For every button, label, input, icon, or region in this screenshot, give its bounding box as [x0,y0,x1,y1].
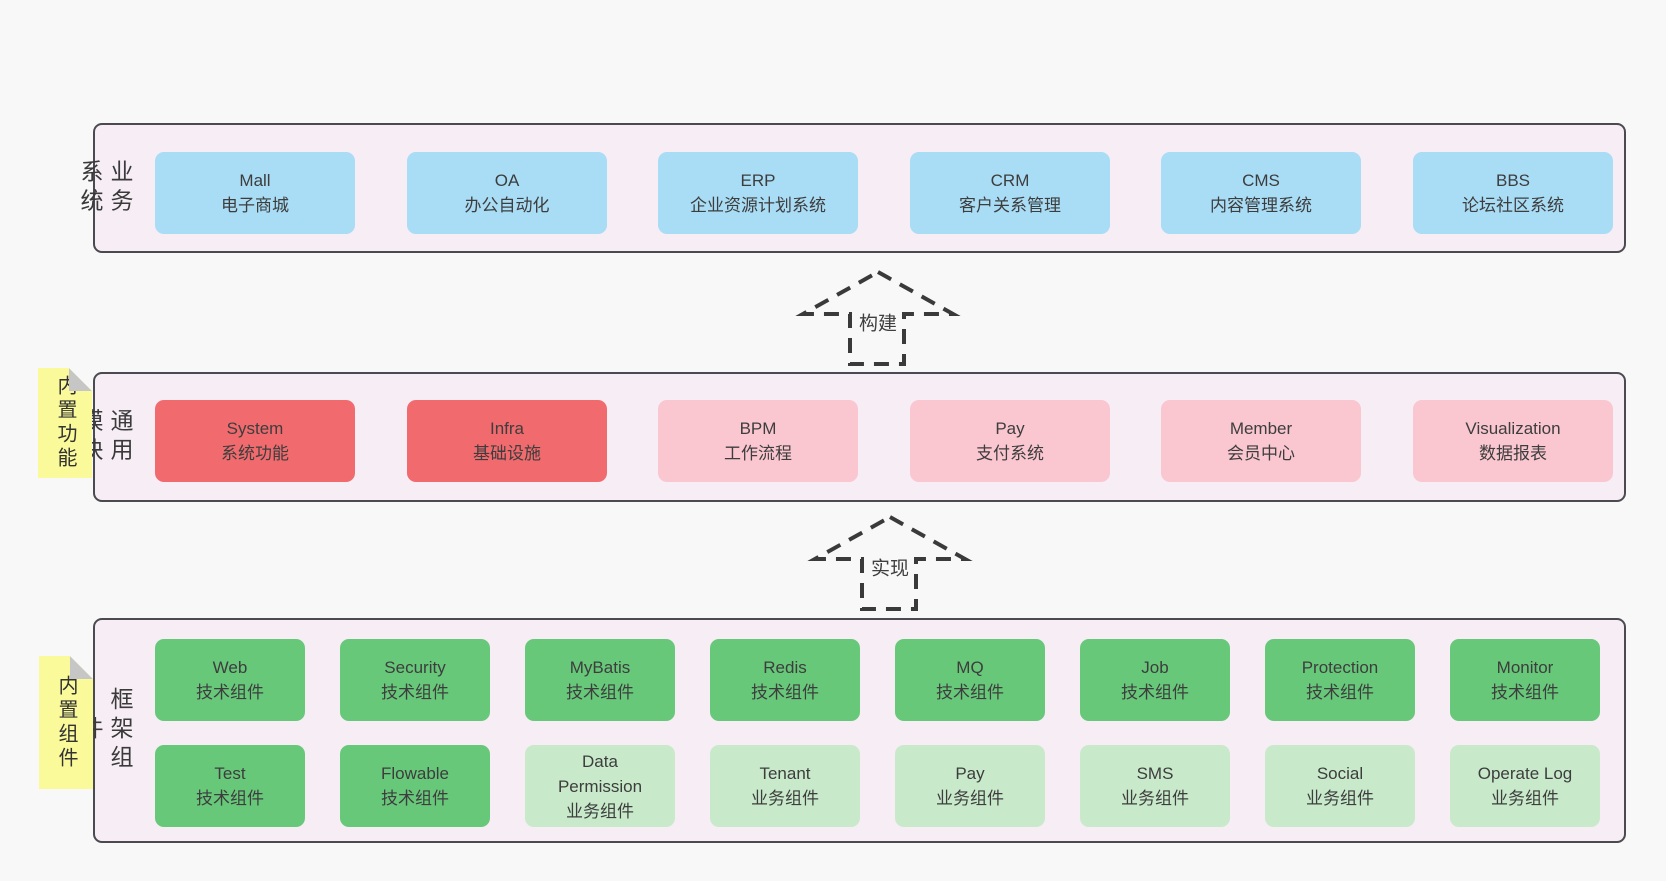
sticky-note-builtin-features: 内置功能 [38,368,92,478]
sticky-builtin-features-label: 内置功能 [54,375,76,471]
box-cms: CMS 内容管理系统 [1161,152,1361,234]
box-flowable: Flowable 技术组件 [340,745,490,827]
sticky-note-builtin-components: 内置组件 [39,656,93,789]
box-protection: Protection 技术组件 [1265,639,1415,721]
folded-corner-icon [69,368,92,391]
panel-framework-label: 框架组件 [77,687,133,774]
box-operate-log: Operate Log 业务组件 [1450,745,1600,827]
panel-common-modules: 通用模块 System 系统功能 Infra 基础设施 BPM 工作流程 Pay… [77,372,1626,502]
box-infra: Infra 基础设施 [407,400,607,482]
box-bbs: BBS 论坛社区系统 [1413,152,1613,234]
box-sms: SMS 业务组件 [1080,745,1230,827]
up-arrow-dashed-icon [807,514,973,611]
panel-framework-components: 框架组件 Web 技术组件 Security 技术组件 MyBatis 技术组件… [77,618,1626,843]
sticky-builtin-components-label: 内置组件 [55,674,77,771]
box-web: Web 技术组件 [155,639,305,721]
box-system: System 系统功能 [155,400,355,482]
implement-arrow-label: 实现 [866,551,914,583]
box-oa: OA 办公自动化 [407,152,607,234]
box-mybatis: MyBatis 技术组件 [525,639,675,721]
panel-business-systems: 业务系统 Mall 电子商城 OA 办公自动化 ERP 企业资源计划系统 CRM… [77,123,1626,253]
panel-common-modules-label: 通用模块 [77,408,133,466]
box-mall: Mall 电子商城 [155,152,355,234]
box-job: Job 技术组件 [1080,639,1230,721]
box-pay-module: Pay 支付系统 [910,400,1110,482]
up-arrow-dashed-icon [795,269,961,366]
box-pay-component: Pay 业务组件 [895,745,1045,827]
box-monitor: Monitor 技术组件 [1450,639,1600,721]
box-tenant: Tenant 业务组件 [710,745,860,827]
box-member: Member 会员中心 [1161,400,1361,482]
build-arrow: 构建 [793,268,963,368]
box-test: Test 技术组件 [155,745,305,827]
box-crm: CRM 客户关系管理 [910,152,1110,234]
folded-corner-icon [70,656,93,679]
box-data-permission: Data Permission 业务组件 [525,745,675,827]
box-visualization: Visualization 数据报表 [1413,400,1613,482]
implement-arrow: 实现 [805,513,975,613]
panel-business-label: 业务系统 [77,159,133,217]
box-redis: Redis 技术组件 [710,639,860,721]
box-mq: MQ 技术组件 [895,639,1045,721]
box-erp: ERP 企业资源计划系统 [658,152,858,234]
build-arrow-label: 构建 [854,306,902,338]
box-security: Security 技术组件 [340,639,490,721]
box-bpm: BPM 工作流程 [658,400,858,482]
box-social: Social 业务组件 [1265,745,1415,827]
